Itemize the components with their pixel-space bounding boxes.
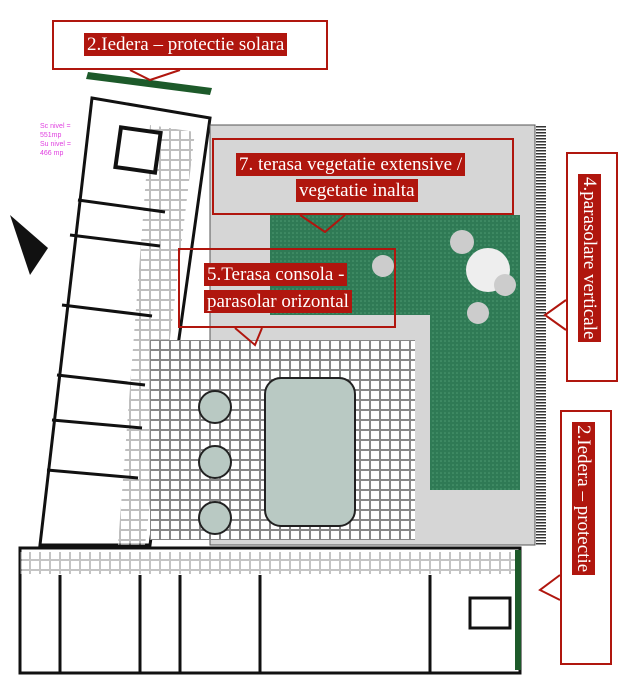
area-notes: Sc nivel = 551mp Su nivel = 466 mp xyxy=(40,122,71,158)
stair-core xyxy=(113,125,163,175)
area-note-line: 466 mp xyxy=(40,150,64,157)
bottom-corridor xyxy=(20,552,520,574)
planter xyxy=(198,501,232,535)
callout-label: vegetatie inalta xyxy=(296,179,418,202)
area-note-line: Su nivel = xyxy=(40,141,71,148)
callout-label: 4.parasolare verticale xyxy=(578,174,601,343)
planter xyxy=(198,390,232,424)
tree xyxy=(372,255,394,277)
ivy-strip-right xyxy=(515,550,521,670)
stair-bottom xyxy=(468,596,512,630)
vertical-shades-strip xyxy=(536,125,546,545)
callout-pointers xyxy=(129,69,567,601)
callout-ivy-top: 2.Iedera – protectie solara xyxy=(52,20,328,70)
tree xyxy=(494,274,516,296)
pool xyxy=(264,377,356,527)
corridor-left xyxy=(118,125,195,545)
callout-green-roof: 7. terasa vegetatie extensive / vegetati… xyxy=(212,138,514,215)
callout-label: 5.Terasa consola - xyxy=(204,263,348,286)
north-arrow-icon xyxy=(10,215,48,275)
planter xyxy=(198,445,232,479)
callout-label: 2.Iedera – protectie solara xyxy=(84,33,288,56)
green-roof-side xyxy=(430,300,520,490)
callout-ivy-right: 2.Iedera – protectie xyxy=(560,410,612,665)
callout-vertical-shades: 4.parasolare verticale xyxy=(566,152,618,382)
office-room-dividers xyxy=(46,198,166,480)
area-note-line: 551mp xyxy=(40,132,62,139)
tree xyxy=(450,230,474,254)
callout-label: 2.Iedera – protectie xyxy=(572,422,595,576)
tree xyxy=(467,302,489,324)
callout-label: parasolar orizontal xyxy=(204,290,352,313)
bottom-room-dividers xyxy=(58,575,432,673)
callout-console-terrace: 5.Terasa consola - parasolar orizontal xyxy=(178,248,396,328)
callout-label: 7. terasa vegetatie extensive / xyxy=(236,153,466,176)
area-note-line: Sc nivel = xyxy=(40,123,71,130)
ivy-strip-top xyxy=(86,72,212,95)
